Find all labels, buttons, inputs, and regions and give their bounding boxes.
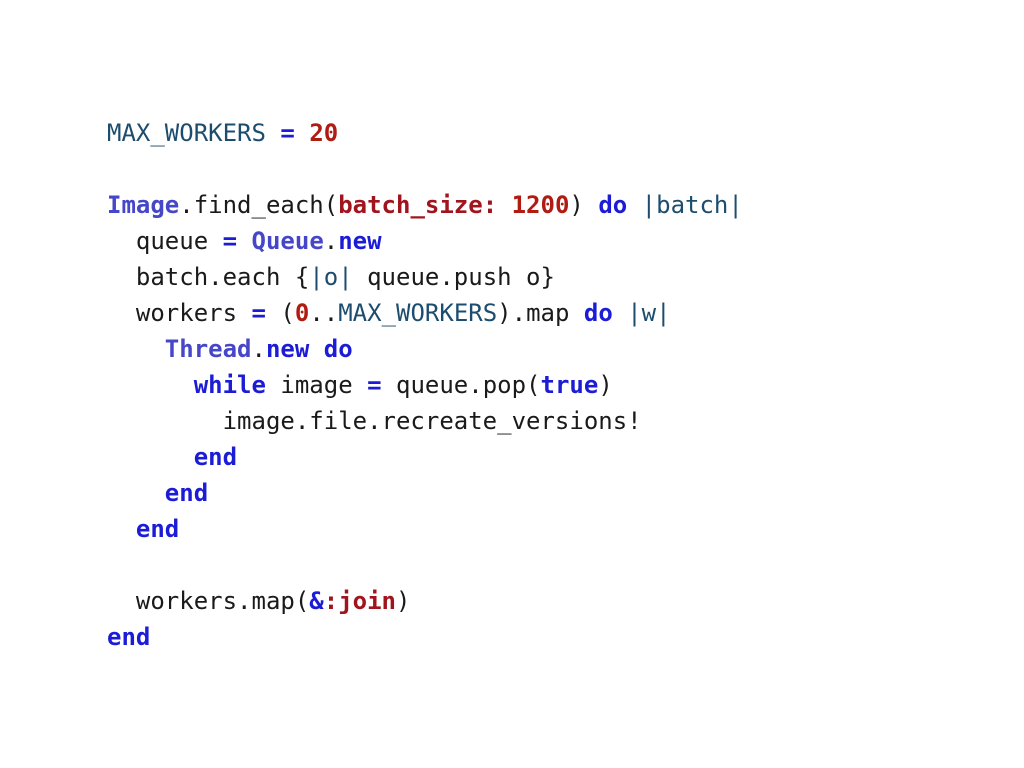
code-line: Image.find_each(batch_size: 1200) do |ba…	[107, 187, 743, 223]
code-indent	[107, 299, 136, 327]
code-token-keyword: =	[280, 119, 295, 147]
code-token-plain: .find_each(	[179, 191, 339, 219]
code-token-plain: .	[323, 227, 339, 255]
code-token-plain: )	[569, 191, 599, 219]
code-indent	[107, 479, 165, 507]
code-line: end	[107, 475, 743, 511]
code-indent	[107, 407, 223, 435]
code-token-number: 0	[294, 299, 310, 327]
code-token-block_param: |batch|	[641, 191, 743, 219]
code-token-block_param: |w|	[627, 299, 671, 327]
code-token-plain	[237, 227, 251, 255]
code-line: end	[107, 511, 743, 547]
code-line: end	[107, 439, 743, 475]
code-token-plain: workers.map(	[135, 587, 310, 615]
code-line: queue = Queue.new	[107, 223, 743, 259]
code-token-plain: queue.pop(	[381, 371, 541, 399]
code-token-plain: image.file.recreate_versions!	[222, 407, 642, 435]
code-indent	[107, 371, 194, 399]
code-token-constant: MAX_WORKERS	[338, 299, 498, 327]
code-token-class: Queue	[251, 227, 324, 255]
code-token-keyword: new	[338, 227, 382, 255]
code-token-symbol: batch_size:	[338, 191, 498, 219]
code-line: image.file.recreate_versions!	[107, 403, 743, 439]
code-token-keyword: end	[193, 443, 238, 471]
code-token-plain: image	[265, 371, 368, 399]
code-indent	[107, 587, 136, 615]
code-token-keyword: end	[107, 623, 151, 651]
code-token-keyword: =	[222, 227, 238, 255]
code-token-keyword: end	[135, 515, 180, 543]
code-token-number: 20	[309, 119, 339, 147]
code-indent	[107, 515, 136, 543]
code-token-symbol: :join	[323, 587, 396, 615]
code-token-plain: .	[251, 335, 266, 363]
code-indent	[107, 263, 136, 291]
code-indent	[107, 443, 194, 471]
code-token-keyword: new	[265, 335, 310, 363]
code-token-keyword: true	[540, 371, 599, 399]
code-line: MAX_WORKERS = 20	[107, 115, 743, 151]
code-token-plain: queue	[135, 227, 223, 255]
code-token-keyword: end	[164, 479, 209, 507]
code-token-keyword: =	[251, 299, 266, 327]
code-line: end	[107, 619, 743, 655]
code-token-keyword: &	[309, 587, 324, 615]
code-token-plain: (	[265, 299, 295, 327]
code-token-keyword: =	[367, 371, 382, 399]
code-token-class: Thread	[164, 335, 252, 363]
code-indent	[107, 335, 165, 363]
code-token-plain: ..	[309, 299, 339, 327]
code-token-plain: queue.push o}	[352, 263, 555, 291]
code-token-plain: ).map	[497, 299, 584, 327]
code-token-plain	[266, 119, 280, 147]
code-token-keyword: do	[323, 335, 353, 363]
code-token-keyword: do	[598, 191, 628, 219]
code-token-plain: )	[598, 371, 613, 399]
code-token-plain	[309, 335, 323, 363]
code-line: workers = (0..MAX_WORKERS).map do |w|	[107, 295, 743, 331]
code-line: batch.each {|o| queue.push o}	[107, 259, 743, 295]
code-token-plain	[497, 191, 511, 219]
code-token-plain	[295, 119, 309, 147]
code-token-constant: MAX_WORKERS	[107, 119, 266, 147]
code-line: Thread.new do	[107, 331, 743, 367]
code-line	[107, 151, 743, 187]
code-token-keyword: do	[583, 299, 613, 327]
code-token-plain: batch.each {	[135, 263, 310, 291]
code-line: while image = queue.pop(true)	[107, 367, 743, 403]
code-token-plain	[613, 299, 627, 327]
code-token-plain: )	[396, 587, 411, 615]
code-token-plain: workers	[135, 299, 252, 327]
code-token-keyword: while	[193, 371, 266, 399]
code-token-plain	[627, 191, 641, 219]
code-token-block_param: |o|	[309, 263, 353, 291]
code-token-class: Image	[107, 191, 180, 219]
code-line: workers.map(&:join)	[107, 583, 743, 619]
code-line	[107, 547, 743, 583]
code-indent	[107, 227, 136, 255]
code-token-number: 1200	[511, 191, 570, 219]
